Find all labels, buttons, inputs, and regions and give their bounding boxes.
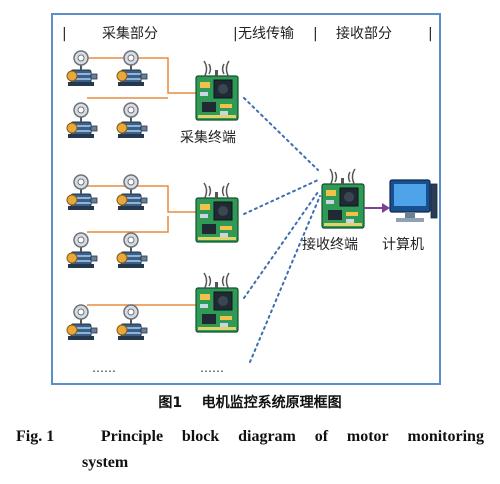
collection-board-icon xyxy=(195,60,239,121)
svg-text:|: | xyxy=(313,26,318,42)
svg-text:|: | xyxy=(233,26,238,42)
motor-icon xyxy=(116,102,148,139)
caption-en-word: Principle xyxy=(100,428,164,445)
diagram-frame xyxy=(51,13,441,385)
wireless-links xyxy=(243,97,321,363)
section-receiving-label: 接收部分 xyxy=(336,25,392,42)
computer-label: 计算机 xyxy=(382,237,424,253)
motor-icon xyxy=(116,174,148,211)
board-ellipsis: …… xyxy=(200,361,224,375)
motor-icon xyxy=(116,50,148,87)
motor-icon xyxy=(66,174,98,211)
caption-cn-title: 电机监控系统原理框图 xyxy=(201,395,342,411)
caption-en-word: of xyxy=(314,428,329,445)
figure-caption-chinese: 图1 电机监控系统原理框图 xyxy=(0,392,500,412)
motor-icon xyxy=(66,50,98,87)
receiving-terminal-label: 接收终端 xyxy=(302,236,358,253)
motor-icon xyxy=(116,232,148,269)
collection-board-icon xyxy=(195,182,239,243)
section-collection-label: 采集部分 xyxy=(102,25,158,42)
motor-icon xyxy=(116,304,148,341)
caption-en-word: motor xyxy=(346,428,389,445)
motor-icon xyxy=(66,102,98,139)
motor-icon xyxy=(66,232,98,269)
collection-terminal-label: 采集终端 xyxy=(180,129,236,146)
motor-group-1 xyxy=(66,50,148,139)
motor-group-3 xyxy=(66,304,148,341)
caption-en-word: monitoring xyxy=(407,428,484,445)
caption-en-word: diagram xyxy=(238,428,296,445)
caption-cn-label: 图1 xyxy=(158,395,183,411)
svg-text:|: | xyxy=(62,26,67,42)
arrow-to-computer xyxy=(364,203,390,213)
section-wireless-label: 无线传输 xyxy=(238,26,294,42)
motor-ellipsis: …… xyxy=(92,361,116,375)
motor-group-2 xyxy=(66,174,148,269)
collection-board-icon xyxy=(195,272,239,333)
svg-text:|: | xyxy=(428,26,433,42)
figure-caption-english: Fig. 1 Principle block diagram of motor … xyxy=(16,424,484,476)
section-header: | 采集部分 | 无线传输 | 接收部分 | xyxy=(62,25,433,42)
caption-en-label: Fig. 1 xyxy=(16,428,55,445)
motor-icon xyxy=(66,304,98,341)
computer-icon xyxy=(389,179,438,222)
receiving-board-icon xyxy=(321,168,365,229)
caption-en-line2: system xyxy=(82,454,129,471)
caption-en-word: block xyxy=(181,428,220,445)
